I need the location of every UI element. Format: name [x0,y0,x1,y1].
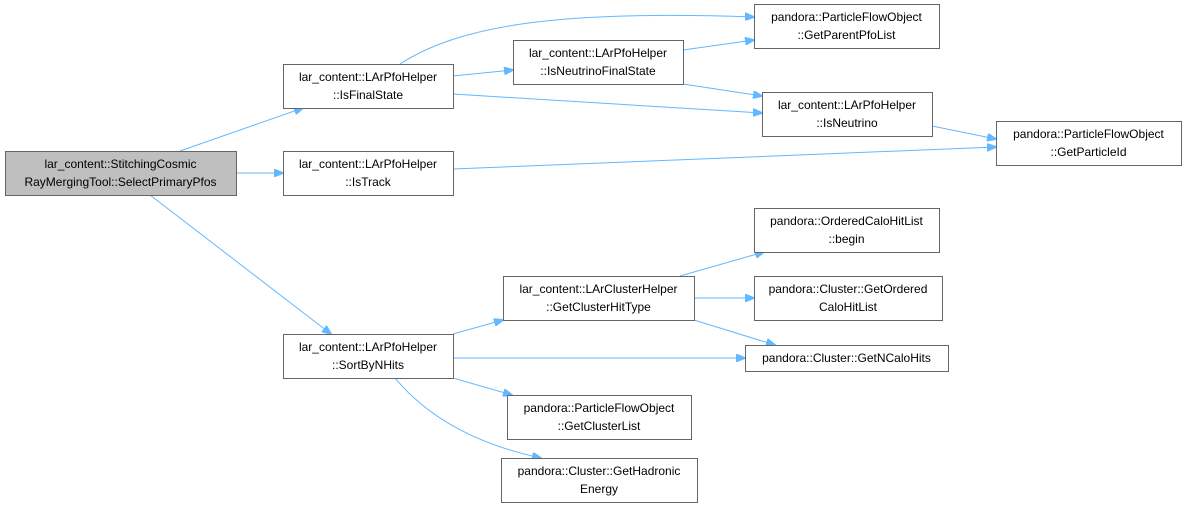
node-box [503,276,695,321]
edge-isfinal-to-getparent [399,15,754,65]
node-box [283,64,454,109]
node-isnufs[interactable]: lar_content::LArPfoHelper::IsNeutrinoFin… [513,40,684,85]
node-box [283,151,454,196]
node-label: ::GetClusterList [558,419,641,433]
node-label: pandora::Cluster::GetOrdered [769,282,928,296]
edge-root-to-isfinal [179,108,303,152]
node-box [996,121,1182,166]
node-box [754,208,940,253]
edge-root-to-sortbyn [149,194,331,334]
edge-sortbyn-to-gethadronic [394,377,541,458]
node-label: pandora::ParticleFlowObject [771,10,922,24]
node-label: lar_content::LArClusterHelper [519,282,677,296]
edge-getclhit-to-begin [679,252,764,277]
edge-istrack-to-getpid [452,147,996,170]
node-label: lar_content::StitchingCosmic [44,157,196,171]
node-label: ::IsNeutrinoFinalState [540,64,656,78]
node-isnu[interactable]: lar_content::LArPfoHelper::IsNeutrino [762,92,933,137]
node-label: ::GetParticleId [1050,145,1126,159]
node-label: pandora::Cluster::GetNCaloHits [762,351,931,365]
node-label: lar_content::LArPfoHelper [299,70,437,84]
node-box [5,151,237,196]
node-getpid[interactable]: pandora::ParticleFlowObject::GetParticle… [996,121,1182,166]
node-label: ::GetClusterHitType [546,300,651,314]
node-box [501,458,698,503]
node-begin[interactable]: pandora::OrderedCaloHitList::begin [754,208,940,253]
node-getparent[interactable]: pandora::ParticleFlowObject::GetParentPf… [754,4,940,49]
node-label: pandora::Cluster::GetHadronic [518,464,681,478]
edge-isnufs-to-getparent [682,40,754,51]
node-label: CaloHitList [819,300,878,314]
node-istrack[interactable]: lar_content::LArPfoHelper::IsTrack [283,151,454,196]
node-isfinal[interactable]: lar_content::LArPfoHelper::IsFinalState [283,64,454,109]
node-label: ::IsFinalState [333,88,403,102]
node-label: ::GetParentPfoList [797,28,896,42]
node-box [283,334,454,379]
node-sortbyn[interactable]: lar_content::LArPfoHelper::SortByNHits [283,334,454,379]
edge-sortbyn-to-getcluster [452,377,512,395]
node-label: lar_content::LArPfoHelper [299,157,437,171]
node-getncalo[interactable]: pandora::Cluster::GetNCaloHits [745,345,949,372]
node-label: RayMergingTool::SelectPrimaryPfos [24,175,216,189]
node-getclhit[interactable]: lar_content::LArClusterHelper::GetCluste… [503,276,695,321]
node-box [745,345,949,372]
node-getcluster[interactable]: pandora::ParticleFlowObject::GetClusterL… [507,395,692,440]
edge-isfinal-to-isnufs [452,70,513,77]
node-box [513,40,684,85]
node-label: ::IsNeutrino [816,116,878,130]
node-label: ::begin [828,232,864,246]
node-label: pandora::ParticleFlowObject [1013,127,1164,141]
edge-isnufs-to-isnu [682,83,762,96]
node-box [754,4,940,49]
node-label: ::SortByNHits [332,358,404,372]
node-label: pandora::OrderedCaloHitList [770,214,923,228]
edges-layer [149,15,996,458]
node-label: lar_content::LArPfoHelper [529,46,667,60]
node-box [507,395,692,440]
edge-sortbyn-to-getclhit [452,320,503,335]
node-label: lar_content::LArPfoHelper [778,98,916,112]
node-label: Energy [580,482,618,496]
edge-isfinal-to-isnu [452,93,762,113]
node-label: pandora::ParticleFlowObject [524,401,675,415]
edge-getclhit-to-getncalo [693,319,775,345]
node-label: ::IsTrack [345,175,392,189]
nodes-layer: lar_content::StitchingCosmicRayMergingTo… [5,4,1182,503]
node-root[interactable]: lar_content::StitchingCosmicRayMergingTo… [5,151,237,196]
edge-isnu-to-getpid [931,125,996,139]
node-label: lar_content::LArPfoHelper [299,340,437,354]
node-box [762,92,933,137]
node-box [754,276,943,321]
